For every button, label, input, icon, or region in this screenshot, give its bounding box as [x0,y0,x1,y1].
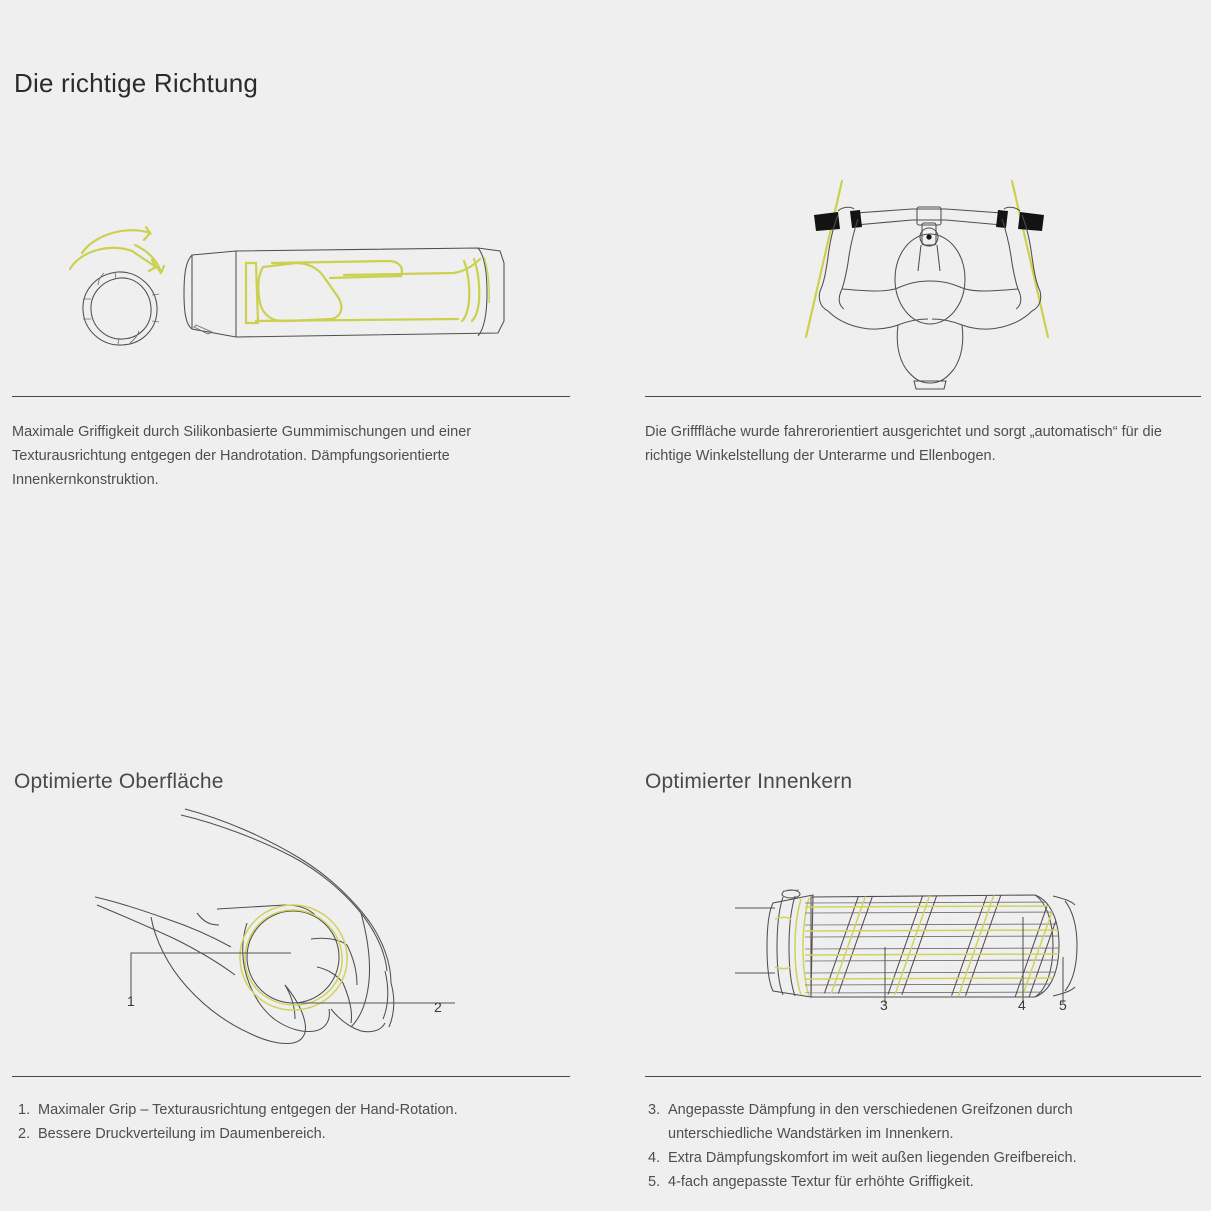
callout-leaders [130,952,455,1005]
rider-body [818,214,1042,390]
section-title-innenkern: Optimierter Innenkern [645,770,853,793]
rotation-arrows-icon [68,225,166,275]
grip-cross-section [239,904,348,1011]
list-item-text: Maximaler Grip – Texturausrichtung entge… [38,1102,458,1118]
handlebar [855,206,1003,272]
list-item-text: 4-fach angepasste Textur für erhöhte Gri… [668,1174,974,1190]
hand-outline [94,808,395,1044]
list-item-number: 5. [648,1174,661,1190]
list-item-number: 4. [648,1150,661,1166]
callout-number-2: 2 [434,999,442,1015]
grip-body [810,894,1078,998]
list-item-text: Extra Dämpfungskomfort im weit außen lie… [668,1150,1077,1166]
list-item: 1. Maximaler Grip – Texturausrichtung ent… [18,1098,558,1122]
divider-top-right [645,396,1201,397]
callout-number-1: 1 [127,993,135,1009]
list-item: 3. Angepasste Dämpfung in den verschieden… [648,1098,1168,1146]
list-item-text: Bessere Druckverteilung im Daumenbereich… [38,1126,326,1142]
spiral-texture [804,895,1059,997]
grip-rotation-illustration [60,215,530,365]
callout-number-4: 4 [1018,997,1026,1013]
callout-number-5: 5 [1059,997,1067,1013]
page-title: Die richtige Richtung [14,68,259,98]
list-item-number: 1. [18,1102,31,1118]
divider-bottom-left [12,1076,570,1077]
callout-leaders [884,917,1064,1003]
list-item-number: 2. [18,1126,31,1142]
list-item: 2. Bessere Druckverteilung im Daumenberei… [18,1122,558,1146]
list-oberflaeche: 1. Maximaler Grip – Texturausrichtung ent… [18,1098,558,1146]
inner-core-illustration [735,875,1105,1020]
grip-clamp [766,889,814,998]
arm-angle-lines [804,179,1050,339]
list-item-text: Angepasste Dämpfung in den verschiedenen… [668,1102,1073,1142]
list-item: 5. 4-fach angepasste Textur für erhöhte G… [648,1170,1168,1194]
divider-top-left [12,396,570,397]
grips [814,206,1044,231]
rider-top-view-illustration [780,175,1080,395]
list-item: 4. Extra Dämpfungskomfort im weit außen l… [648,1146,1168,1170]
body-copy-top-right: Die Grifffläche wurde fahrerorientiert a… [645,424,1162,464]
texture-lines-horizontal [804,901,1059,994]
grip-cross-section [82,271,160,346]
hand-grip-illustration [94,805,495,1060]
body-copy-top-left: Maximale Griffigkeit durch Silikonbasier… [12,424,472,488]
callout-number-3: 3 [880,997,888,1013]
list-innenkern: 3. Angepasste Dämpfung in den verschieden… [648,1098,1168,1194]
grip-side-view [183,247,505,338]
list-item-number: 3. [648,1102,661,1118]
divider-bottom-right [645,1076,1201,1077]
section-title-oberflaeche: Optimierte Oberfläche [14,770,224,793]
